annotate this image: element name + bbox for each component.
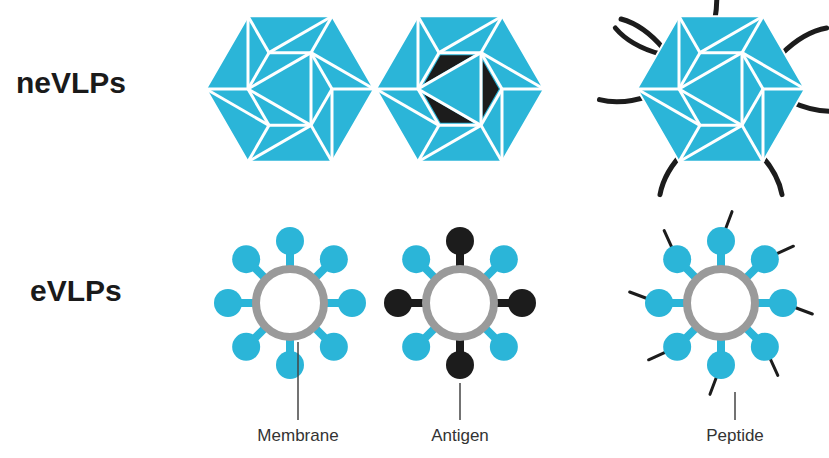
antigen-knob bbox=[446, 227, 474, 255]
facet-edge bbox=[679, 125, 700, 161]
facet-edge bbox=[269, 51, 311, 54]
facet-edge bbox=[742, 125, 763, 161]
protein-knob bbox=[402, 245, 430, 273]
facet-edge bbox=[679, 89, 742, 125]
facet-edge bbox=[418, 89, 481, 125]
protein-knob bbox=[751, 245, 779, 273]
facet-edge bbox=[418, 16, 439, 52]
protein-knob bbox=[663, 245, 691, 273]
facet-edge bbox=[481, 53, 502, 89]
capsid-body bbox=[206, 16, 374, 161]
facet-edge bbox=[700, 16, 763, 52]
leader-line bbox=[297, 342, 299, 420]
protein-knob bbox=[707, 227, 735, 255]
facet-edge bbox=[311, 16, 332, 52]
protein-knob bbox=[645, 289, 673, 317]
row-label: neVLPs bbox=[16, 66, 126, 100]
capsid-body bbox=[376, 16, 544, 161]
protein-knob bbox=[276, 227, 304, 255]
facet-edge bbox=[679, 125, 742, 161]
antigen-knob bbox=[508, 289, 536, 317]
protein-knob bbox=[769, 289, 797, 317]
facet-edge bbox=[417, 16, 420, 89]
protein-knob bbox=[402, 333, 430, 361]
facet-edge bbox=[678, 16, 681, 89]
facet-edge bbox=[742, 53, 763, 89]
facet-edge bbox=[679, 16, 700, 52]
facet-edge bbox=[637, 88, 679, 91]
facet-edge bbox=[248, 53, 311, 89]
protein-knob bbox=[320, 245, 348, 273]
facet-edge bbox=[439, 124, 481, 127]
facet-edge bbox=[418, 125, 439, 161]
capsid-body bbox=[637, 16, 805, 161]
antigen-knob bbox=[446, 351, 474, 379]
facet-edge bbox=[502, 88, 544, 91]
leader-line bbox=[734, 392, 736, 420]
facet-edge bbox=[700, 124, 742, 127]
part-label: Antigen bbox=[431, 426, 489, 446]
antigen-knob bbox=[384, 289, 412, 317]
facet-edge bbox=[741, 53, 744, 126]
facet-edge bbox=[311, 89, 332, 125]
protein-knob bbox=[751, 333, 779, 361]
facet-edge bbox=[269, 124, 311, 127]
facet-edge bbox=[248, 125, 311, 161]
facet-edge bbox=[481, 125, 502, 161]
lipid-membrane bbox=[426, 269, 494, 337]
protein-knob bbox=[663, 333, 691, 361]
part-label: Peptide bbox=[706, 426, 764, 446]
facet-edge bbox=[763, 88, 805, 91]
facet-edge bbox=[481, 16, 502, 52]
protein-knob bbox=[214, 289, 242, 317]
facet-edge bbox=[700, 51, 742, 54]
facet-edge bbox=[311, 125, 332, 161]
facet-edge bbox=[762, 89, 765, 162]
capsid-outline bbox=[376, 16, 544, 161]
part-label: Membrane bbox=[257, 426, 338, 446]
facet-edge bbox=[481, 89, 502, 125]
facet-edge bbox=[742, 89, 763, 125]
protein-knob bbox=[338, 289, 366, 317]
facet-edge bbox=[332, 88, 374, 91]
capsid-outline bbox=[637, 16, 805, 161]
peptide-strand bbox=[621, 19, 664, 49]
leader-line bbox=[459, 383, 461, 420]
facet-edge bbox=[742, 16, 763, 52]
facet-edge bbox=[248, 16, 269, 52]
protein-knob bbox=[490, 245, 518, 273]
protein-knob bbox=[276, 351, 304, 379]
facet-edge bbox=[248, 125, 269, 161]
facet-edge bbox=[247, 16, 250, 89]
facet-edge bbox=[439, 51, 481, 54]
facet-edge bbox=[331, 89, 334, 162]
facet-edge bbox=[310, 53, 313, 126]
facet-edge bbox=[480, 53, 483, 126]
facet-edge bbox=[501, 89, 504, 162]
facet-edge bbox=[418, 53, 481, 89]
protein-knob bbox=[320, 333, 348, 361]
facet-edge bbox=[679, 53, 742, 89]
facet-edge bbox=[418, 125, 481, 161]
facet-edge bbox=[376, 88, 418, 91]
capsid-outline bbox=[206, 16, 374, 161]
row-label: eVLPs bbox=[30, 274, 122, 308]
facet-edge bbox=[248, 89, 311, 125]
facet-edge bbox=[206, 88, 248, 91]
protein-knob bbox=[707, 351, 735, 379]
lipid-membrane bbox=[256, 269, 324, 337]
peptide-strand bbox=[782, 28, 827, 54]
lipid-membrane bbox=[687, 269, 755, 337]
facet-edge bbox=[269, 16, 332, 52]
facet-edge bbox=[439, 16, 502, 52]
protein-knob bbox=[490, 333, 518, 361]
protein-knob bbox=[232, 245, 260, 273]
facet-edge bbox=[311, 53, 332, 89]
protein-knob bbox=[232, 333, 260, 361]
